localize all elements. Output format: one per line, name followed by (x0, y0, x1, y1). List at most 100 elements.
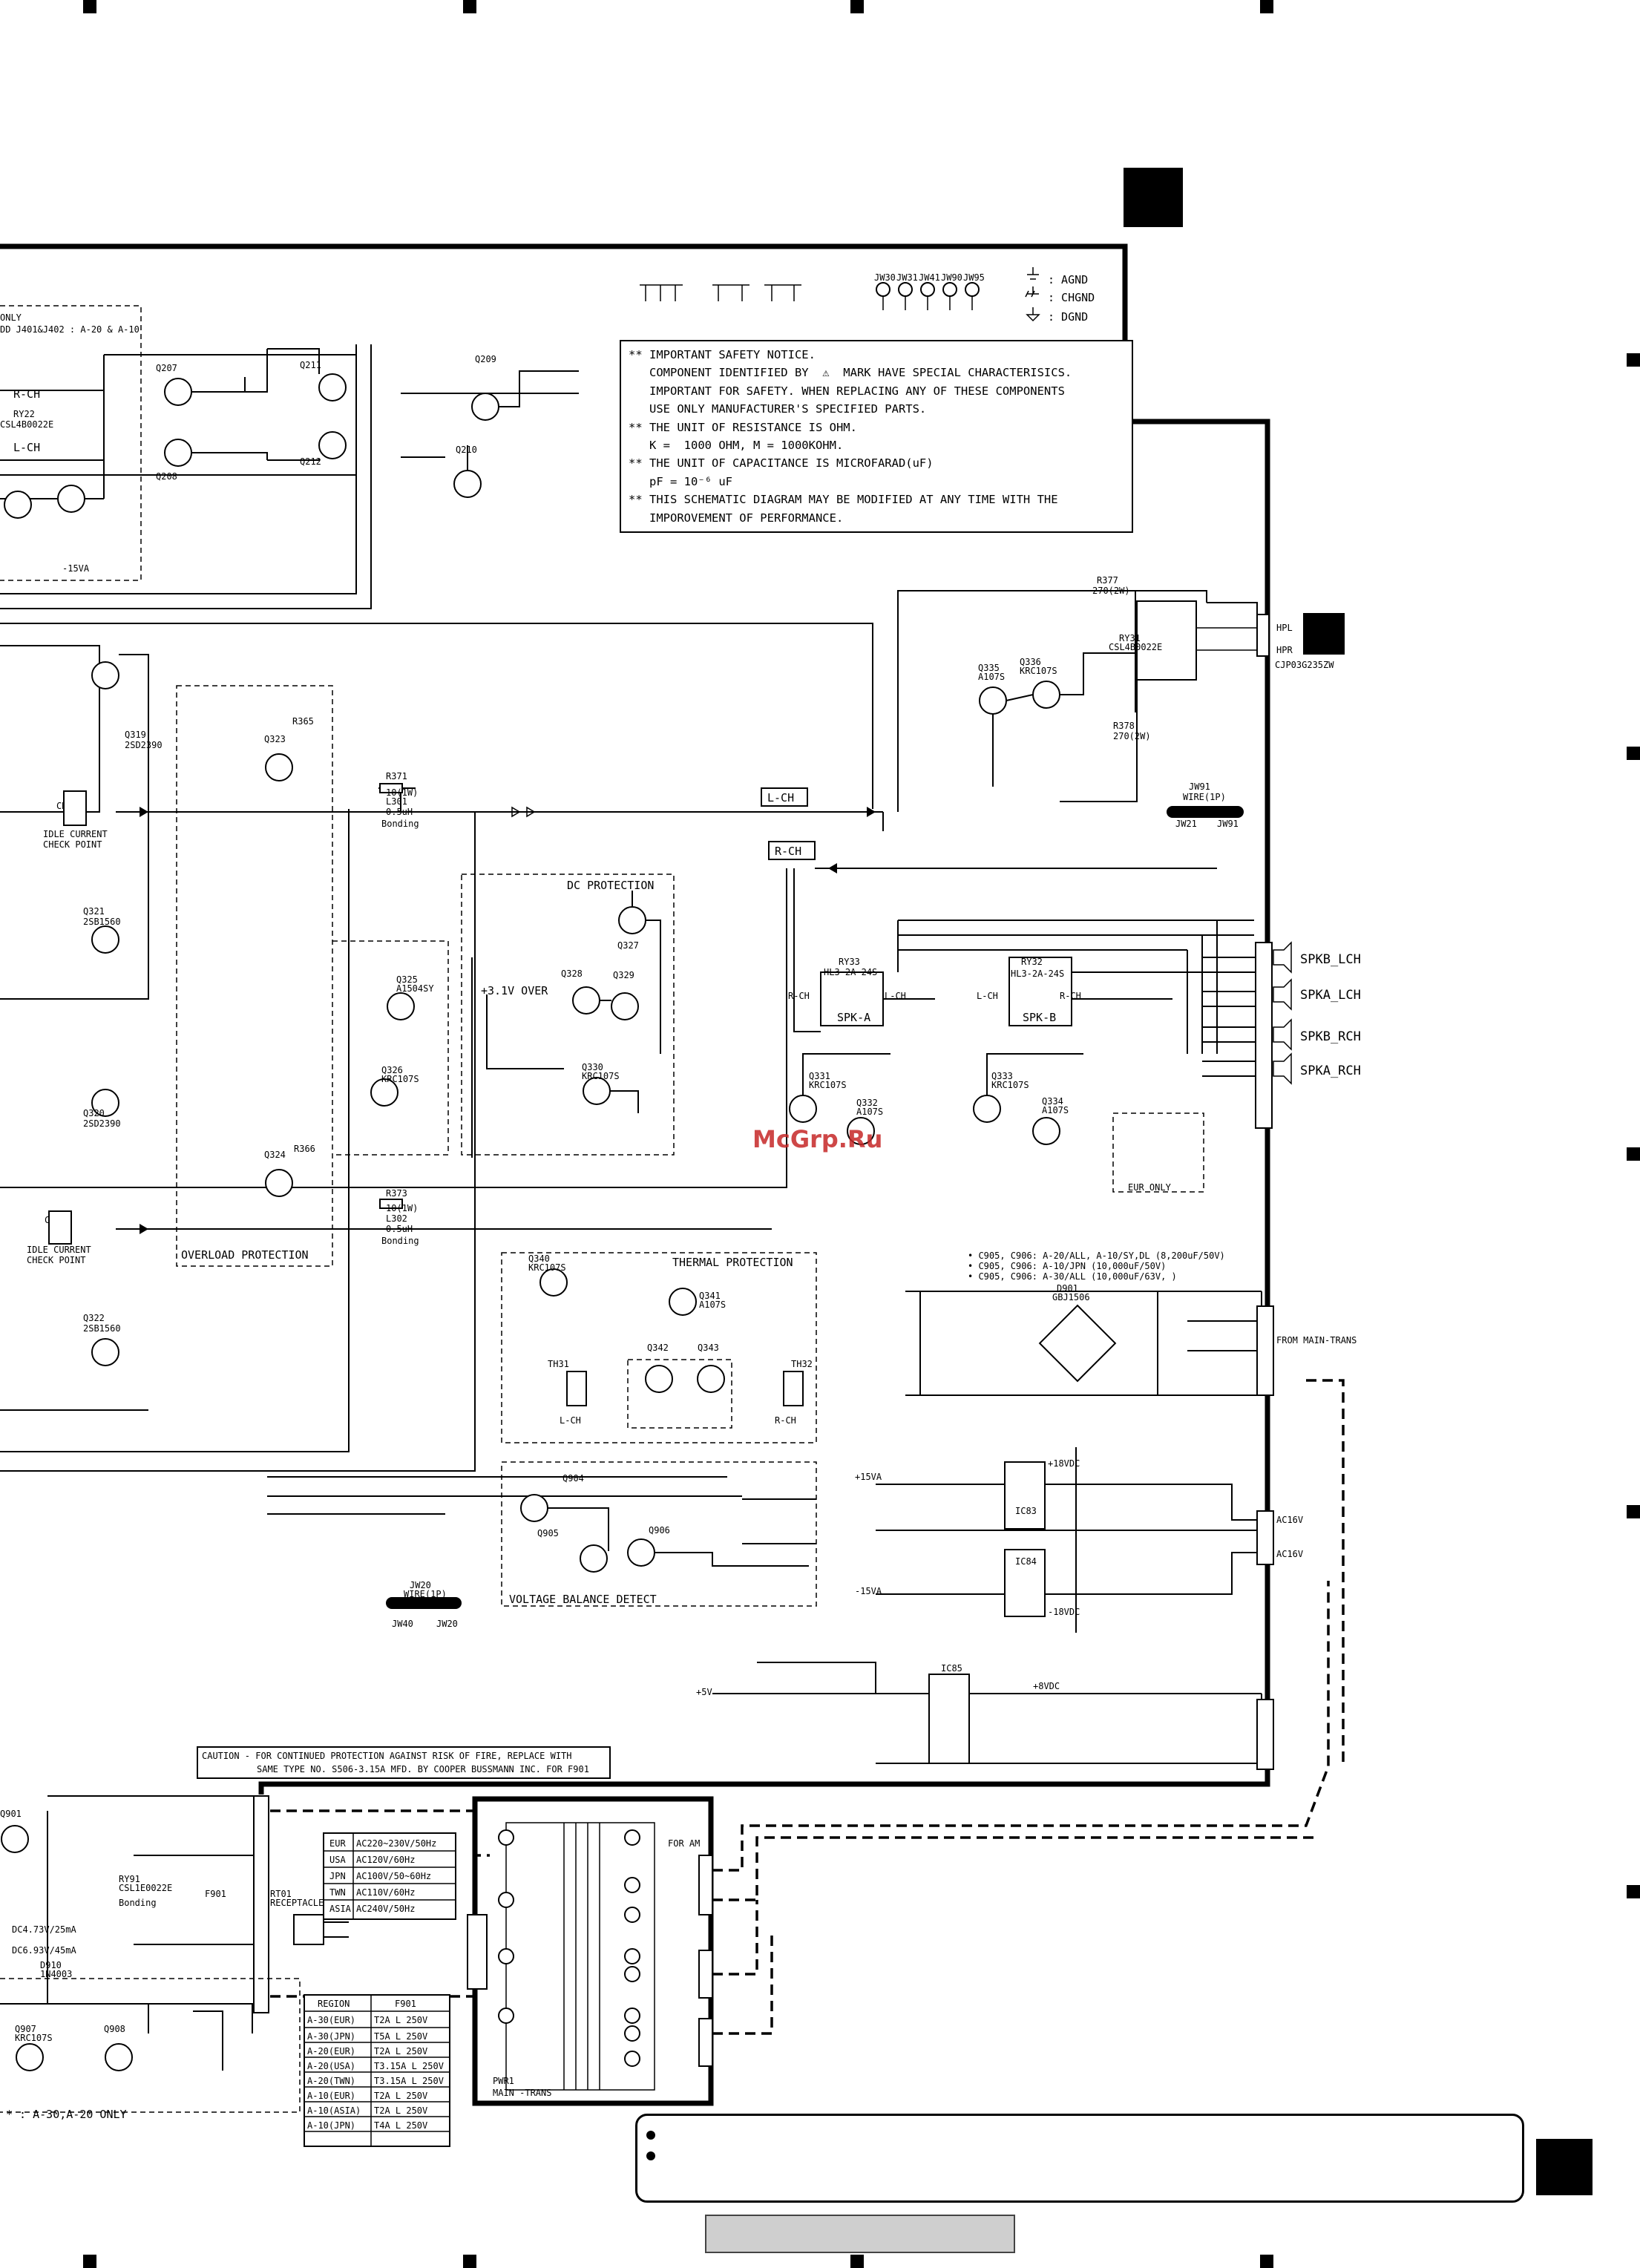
label-q333: Q333 (991, 1071, 1013, 1081)
ry32-relay (1008, 957, 1072, 1026)
fuse-header-f901: F901 (395, 1999, 416, 2009)
label-hpl: HPL (1276, 623, 1293, 633)
voltage-value-eur: AC220~230V/50Hz (356, 1838, 436, 1849)
overload-protection-label: OVERLOAD PROTECTION (181, 1248, 309, 1262)
top-preamp-wiring: Q207 Q208 Q211 Q212 Q209 Q210 (0, 344, 579, 609)
label-q341-part: A107S (699, 1299, 726, 1310)
safety-note-line: ** IMPORTANT SAFETY NOTICE. (629, 348, 816, 361)
top-left-only-2: DD J401&J402 : A-20 & A-10 (0, 324, 140, 335)
jumper-label-jw41: JW41 (919, 272, 940, 283)
label-for-am: FOR AM (668, 1838, 700, 1849)
label-q321: Q321 (83, 906, 105, 917)
safety-note-line: ** THE UNIT OF CAPACITANCE IS MICROFARAD… (629, 456, 934, 471)
idle-current-bot-2: CHECK POINT (27, 1255, 85, 1265)
label-q334: Q334 (1042, 1096, 1063, 1107)
output-stage-bottom: Q320 2SD2390 Q322 2SB1560 Q324 R366 IDLE… (0, 807, 772, 1515)
jw20-name: JW20 (410, 1580, 431, 1590)
label-dc-1: DC4.73V/25mA (12, 1924, 76, 1935)
output-stage-top: Q319 2SD2390 Q321 2SB1560 Q323 R365 IDLE… (0, 623, 873, 1000)
safety-note-line: COMPONENT IDENTIFIED BY ⚠ MARK HAVE SPEC… (629, 366, 1072, 380)
main-transformer: FOR AM PWR1 MAIN -TRANS (467, 1379, 1345, 2106)
label-q907: Q907 (15, 2024, 36, 2034)
fuse-region-3: A-20(USA) (307, 2061, 355, 2071)
thermal-circuit: Q340 KRC107S Q341 A107S Q342 Q343 TH31 T… (528, 1253, 813, 1429)
jw20-b: JW20 (436, 1619, 458, 1629)
thermal-lch: L-CH (560, 1415, 581, 1426)
label-ac16v-2: AC16V (1276, 1549, 1303, 1559)
label-q319: Q319 (125, 730, 146, 740)
top-left-vm15: -15VA (62, 563, 90, 574)
legend-agnd: : AGND (1048, 273, 1088, 286)
label-r366: R366 (294, 1144, 315, 1154)
registration-mark-top-3 (850, 0, 864, 13)
label-p18: +18VDC (1048, 1458, 1080, 1469)
over-3v1-label: +3.1V OVER (481, 984, 548, 997)
jumper-label-jw90: JW90 (941, 272, 962, 283)
bottom-left-note: * : A-30,A-20 ONLY (6, 2108, 127, 2121)
label-q336: Q336 (1020, 657, 1041, 667)
fuse-region-1: A-30(JPN) (307, 2031, 355, 2042)
thermal-protection-region (501, 1252, 817, 1443)
label-ic84: IC84 (1015, 1556, 1037, 1567)
label-ry91-part: CSL1E0022E (119, 1883, 172, 1893)
speaker-label-spkb-rch: SPKB_RCH (1300, 1029, 1361, 1044)
label-q341: Q341 (699, 1291, 721, 1301)
overload-region-top (332, 940, 449, 1156)
footer-bullet-1 (646, 2131, 655, 2140)
fuse-region-6: A-10(ASIA) (307, 2105, 361, 2116)
label-q336-part: KRC107S (1020, 666, 1057, 676)
label-q320-part: 2SD2390 (83, 1118, 121, 1129)
label-q326: Q326 (381, 1065, 403, 1075)
label-q328: Q328 (561, 969, 583, 979)
label-r377-val: 270(2W) (1092, 586, 1130, 596)
fuse-region-0: A-30(EUR) (307, 2015, 355, 2025)
label-q331-part: KRC107S (809, 1080, 847, 1090)
speaker-label-spka-rch: SPKA_RCH (1300, 1063, 1361, 1078)
safety-note-line: ** THE UNIT OF RESISTANCE IS OHM. (629, 420, 857, 434)
main-trans-sec-connector-3 (698, 2018, 713, 2067)
safety-note-line: pF = 10⁻⁶ uF (629, 474, 732, 488)
footer-bullet-2 (646, 2151, 655, 2160)
label-q329: Q329 (613, 970, 634, 980)
jumper-label-jw95: JW95 (963, 272, 985, 283)
main-trans-sec-connector-2 (698, 1950, 713, 1999)
power-input-connector (253, 1795, 269, 2013)
from-main-trans-label: FROM MAIN-TRANS (1276, 1335, 1357, 1346)
registration-mark-top-4 (1260, 0, 1273, 13)
fuse-region-2: A-20(EUR) (307, 2046, 355, 2056)
power-supply-section: D901 GBJ1506 FROM MAIN-TRANS IC83 IC84 +… (696, 1283, 1357, 1770)
page-footer-bar (705, 2215, 1015, 2253)
overload-protection-region (176, 685, 333, 1267)
label-q330: Q330 (582, 1062, 603, 1072)
headphone-connector (1256, 614, 1270, 657)
caution-box (197, 1746, 611, 1779)
psu-note-3: • C905, C906: A-30/ALL (10,000uF/63V, ) (968, 1271, 1177, 1282)
label-th31: TH31 (548, 1359, 569, 1369)
speaker-terminal-block (1255, 942, 1273, 1129)
ry33-relay (820, 971, 884, 1026)
label-q334-part: A107S (1042, 1105, 1069, 1115)
label-ry31-part: CSL4B0022E (1109, 642, 1162, 652)
psu-note-1: • C905, C906: A-20/ALL, A-10/SY,DL (8,20… (968, 1251, 1225, 1261)
label-r373: R373 (386, 1188, 407, 1199)
voltage-value-jpn: AC100V/50~60Hz (356, 1871, 431, 1881)
label-q332-part: A107S (856, 1107, 883, 1117)
label-l301: L301 (386, 796, 407, 807)
ic85-regulator (928, 1674, 970, 1764)
label-q907-part: KRC107S (15, 2033, 53, 2043)
label-q365: R365 (292, 716, 314, 727)
top-left-dashed-region (0, 305, 142, 581)
ac16v-connector (1256, 1510, 1274, 1565)
label-q340-part: KRC107S (528, 1262, 566, 1273)
label-q335: Q335 (978, 663, 1000, 673)
label-spk-a: SPK-A (837, 1011, 870, 1024)
voltage-region-twn: TWN (329, 1887, 346, 1898)
power-input-section: EUR AC220~230V/50Hz USA AC120V/60Hz JPN … (0, 1795, 490, 2121)
label-q325-part: A1504SY (396, 983, 434, 994)
label-q906: Q906 (649, 1525, 670, 1536)
label-f901: F901 (205, 1889, 226, 1899)
label-r373-val: 10(1W) (386, 1203, 418, 1213)
legend-dgnd: : DGND (1048, 310, 1088, 324)
speaker-label-spkb-lch: SPKB_LCH (1300, 952, 1361, 967)
